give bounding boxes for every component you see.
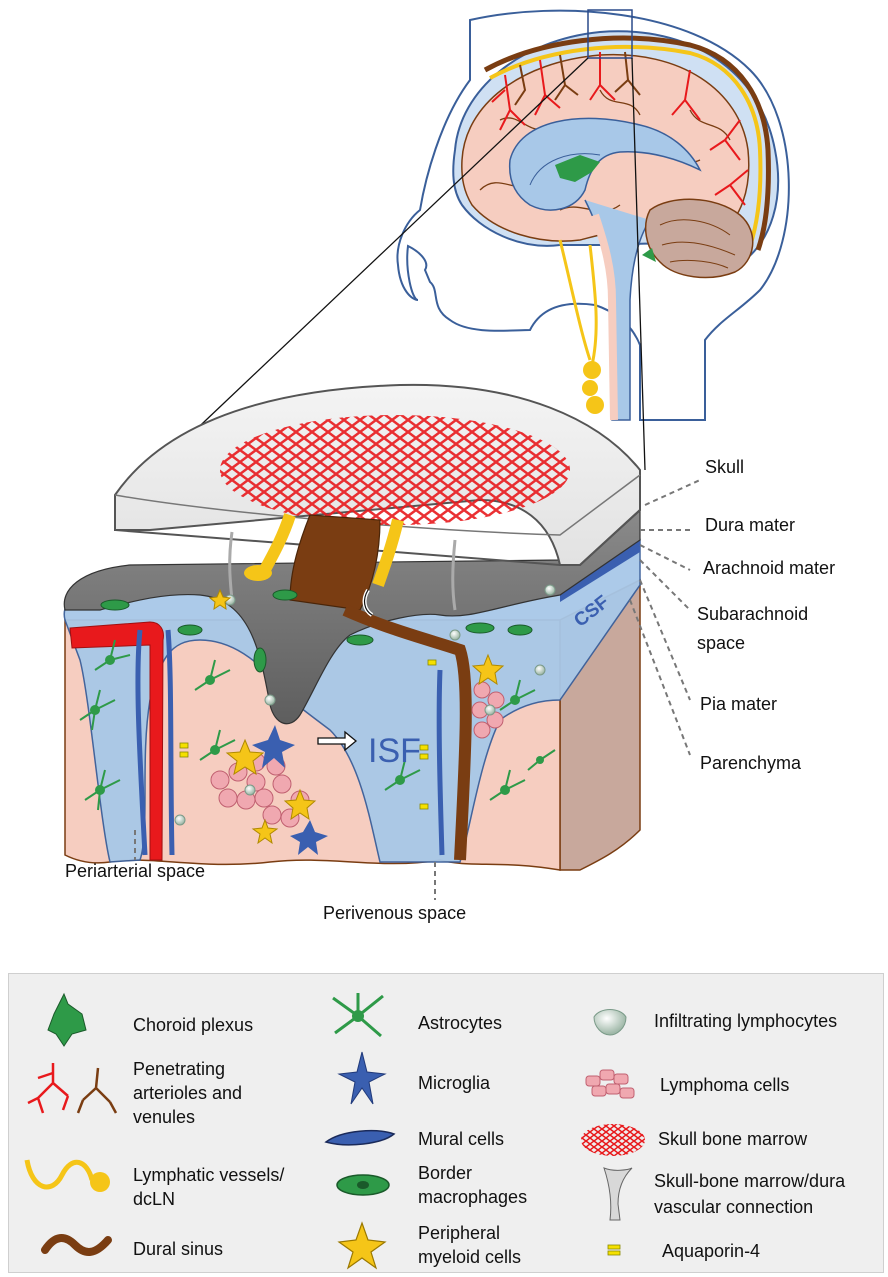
legend-connection-2: vascular connection bbox=[654, 1196, 813, 1219]
legend-choroid: Choroid plexus bbox=[133, 1014, 253, 1037]
legend-penetrating-1: Penetrating bbox=[133, 1058, 225, 1081]
choroid-plexus-icon bbox=[42, 990, 92, 1050]
mural-cell-icon bbox=[322, 1122, 397, 1152]
vascular-connection-icon bbox=[596, 1164, 636, 1224]
legend-aquaporin: Aquaporin-4 bbox=[662, 1240, 760, 1263]
skull-marrow-icon bbox=[578, 1120, 648, 1160]
tissue-block bbox=[64, 385, 640, 870]
lymphoma-cells-icon bbox=[580, 1062, 640, 1107]
lymphatic-icon bbox=[22, 1150, 122, 1200]
legend-mural: Mural cells bbox=[418, 1128, 504, 1151]
legend-border-1: Border bbox=[418, 1162, 472, 1185]
label-pia-mater: Pia mater bbox=[700, 693, 777, 716]
legend-infiltrating: Infiltrating lymphocytes bbox=[654, 1010, 837, 1033]
head-sagittal bbox=[397, 10, 788, 420]
label-subarachnoid: Subarachnoid bbox=[697, 603, 808, 626]
skull-marrow bbox=[220, 415, 570, 525]
aquaporin-icon bbox=[606, 1242, 622, 1258]
legend-lymphatic-2: dcLN bbox=[133, 1188, 175, 1211]
label-parenchyma: Parenchyma bbox=[700, 752, 801, 775]
label-skull: Skull bbox=[705, 456, 744, 479]
label-periarterial: Periarterial space bbox=[65, 860, 205, 883]
peripheral-myeloid-icon bbox=[337, 1220, 387, 1270]
astrocyte-icon bbox=[323, 988, 393, 1043]
legend-penetrating-3: venules bbox=[133, 1106, 195, 1129]
penetrating-vessels-icon bbox=[18, 1058, 123, 1123]
legend-peripheral-2: myeloid cells bbox=[418, 1246, 521, 1269]
legend-microglia: Microglia bbox=[418, 1072, 490, 1095]
label-dura-mater: Dura mater bbox=[705, 514, 795, 537]
isf-label: ISF bbox=[368, 730, 421, 773]
legend-marrow: Skull bone marrow bbox=[658, 1128, 807, 1151]
lymphocyte-icon bbox=[590, 1003, 630, 1038]
legend-lymphatic-1: Lymphatic vessels/ bbox=[133, 1164, 284, 1187]
label-subarachnoid-2: space bbox=[697, 632, 745, 655]
dural-sinus-icon bbox=[40, 1230, 115, 1260]
legend-peripheral-1: Peripheral bbox=[418, 1222, 500, 1245]
brain-diagram bbox=[0, 0, 888, 975]
legend-lymphoma: Lymphoma cells bbox=[660, 1074, 789, 1097]
label-arachnoid-mater: Arachnoid mater bbox=[703, 557, 835, 580]
label-perivenous: Perivenous space bbox=[323, 902, 466, 925]
legend-border-2: macrophages bbox=[418, 1186, 527, 1209]
legend-connection-1: Skull-bone marrow/dura bbox=[654, 1170, 845, 1193]
legend-astrocytes: Astrocytes bbox=[418, 1012, 502, 1035]
legend-penetrating-2: arterioles and bbox=[133, 1082, 242, 1105]
legend-dural-sinus: Dural sinus bbox=[133, 1238, 223, 1261]
border-macrophage-icon bbox=[333, 1170, 393, 1200]
microglia-icon bbox=[335, 1048, 390, 1108]
